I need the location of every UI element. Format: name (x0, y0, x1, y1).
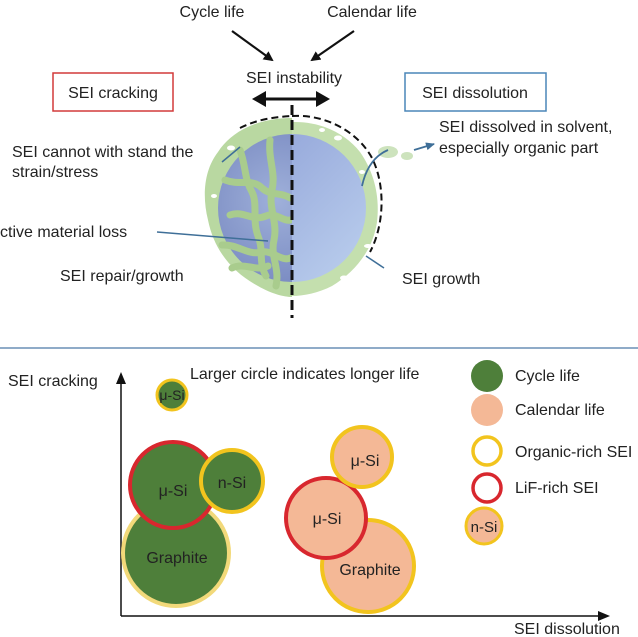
bubble-label: n-Si (471, 519, 498, 536)
y-axis-label: SEI cracking (8, 373, 98, 390)
legend-swatch-organic-rich (471, 435, 503, 467)
legend-label-organic-rich: Organic-rich SEI (515, 444, 632, 461)
instability-arrow-right-head (316, 91, 330, 107)
sei-instability-label: SEI instability (246, 70, 342, 87)
bubble-calendar-musi (330, 425, 394, 489)
legend-swatch-calendar-life (471, 394, 503, 426)
instability-arrow-left-head (252, 91, 266, 107)
top-panel: Cycle life Calendar life SEI instability… (0, 4, 612, 318)
legend-swatch-cycle-life (471, 360, 503, 392)
legend: Cycle life Calendar life Organic-rich SE… (471, 360, 632, 504)
bubble-label: n-Si (218, 475, 246, 492)
sei-dissolution-box-label: SEI dissolution (422, 85, 528, 102)
electrode-particle (204, 114, 413, 297)
bubble-cycle-musi-small (155, 378, 189, 412)
x-axis-label: SEI dissolution (514, 621, 620, 637)
sei-growth-pointer (365, 255, 385, 269)
bubble-label: μ-Si (313, 511, 342, 528)
bubble-label: Graphite (339, 562, 400, 579)
y-axis-arrowhead (116, 372, 126, 384)
calendar-life-label: Calendar life (327, 4, 417, 21)
bubble-calendar-nsi (464, 506, 504, 546)
sei-cracking-box (52, 72, 174, 112)
bubble-plot: μ-Si μ-Si n-Si Graphite μ-Si μ-Si Graphi… (121, 378, 504, 614)
dissolved-bubble-small (401, 152, 413, 160)
legend-swatch-lif-rich (471, 472, 503, 504)
strain-label-line1: SEI cannot with stand the (12, 144, 194, 161)
sei-growth-label: SEI growth (402, 271, 480, 288)
dissolution-arrow-curve (361, 149, 389, 187)
legend-label-lif-rich: LiF-rich SEI (515, 480, 599, 497)
active-material-loss-label: ctive material loss (0, 224, 127, 241)
size-note: Larger circle indicates longer life (190, 366, 420, 383)
sei-dissolution-box (404, 72, 547, 112)
x-axis-arrowhead (598, 611, 610, 621)
sei-repair-growth-label: SEI repair/growth (60, 268, 184, 285)
bubble-label: μ-Si (159, 387, 184, 403)
dissolved-label-line1: SEI dissolved in solvent, (439, 119, 612, 136)
particle-outline-dashed-left (239, 115, 293, 129)
bubble-label: μ-Si (351, 453, 380, 470)
calendar-life-arrow (310, 30, 355, 62)
sei-cracking-box-label: SEI cracking (68, 85, 158, 102)
dissolved-label-line2: especially organic part (439, 140, 599, 157)
bubble-cycle-nsi (199, 448, 265, 514)
sei-crack-network (218, 136, 292, 290)
strain-pointer (221, 146, 241, 163)
sei-specks (211, 128, 372, 288)
cycle-life-arrow (231, 30, 274, 62)
strain-label-line2: strain/stress (12, 164, 98, 181)
dissolved-bubble-large (378, 146, 398, 158)
legend-label-cycle-life: Cycle life (515, 368, 580, 385)
active-core-right (292, 134, 366, 282)
dissolution-arrow-head (413, 142, 435, 151)
bottom-panel: SEI cracking SEI dissolution Larger circ… (8, 360, 632, 637)
legend-label-calendar-life: Calendar life (515, 402, 605, 419)
bubble-label: Graphite (146, 550, 207, 567)
bubble-calendar-musi-lif (284, 476, 368, 560)
bubble-label: μ-Si (159, 483, 188, 500)
material-loss-pointer (156, 231, 269, 242)
cycle-life-label: Cycle life (180, 4, 245, 21)
